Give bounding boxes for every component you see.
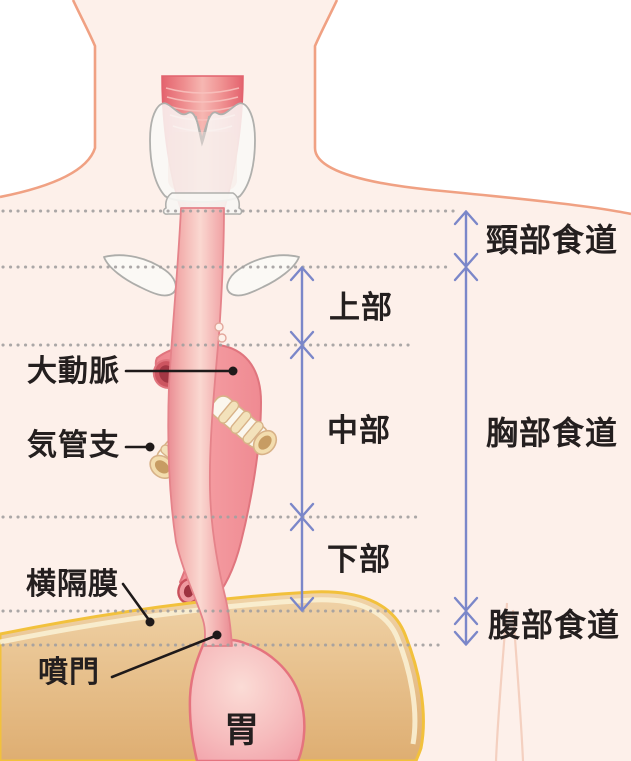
label-stomach: 胃 [224,711,261,750]
label-upper-section: 上部 [329,290,393,325]
label-cardia: 噴門 [38,656,100,689]
pointer-cardia [110,630,222,679]
body-outline-left [0,0,97,199]
label-abdominal-esophagus: 腹部食道 [488,607,621,643]
tracheal-ring-bubbles [214,322,227,343]
clavicle-left-shape [103,254,177,297]
label-aorta: 大動脈 [27,355,120,388]
diaphragm-edge [0,597,418,745]
clavicle-right-shape [226,254,300,297]
label-middle-section: 中部 [327,413,391,448]
body-outline-right [313,0,631,216]
label-cervical-esophagus: 頸部食道 [486,222,619,258]
body-arm-crease [494,602,525,761]
label-lower-section: 下部 [327,542,391,577]
esophagus-shape [167,207,233,647]
pointer-bronchus [124,442,155,452]
label-bronchus: 気管支 [27,429,120,462]
arrow-abdominal-esophagus [453,610,479,646]
pointer-aorta [124,366,238,376]
pointer-diaphragm [121,582,155,627]
bronchus-right-shape [210,395,278,456]
label-thoracic-esophagus: 胸部食道 [486,415,619,451]
label-diaphragm: 横隔膜 [26,568,119,601]
arrow-lower-section [289,516,315,612]
stomach-shape [188,636,306,761]
